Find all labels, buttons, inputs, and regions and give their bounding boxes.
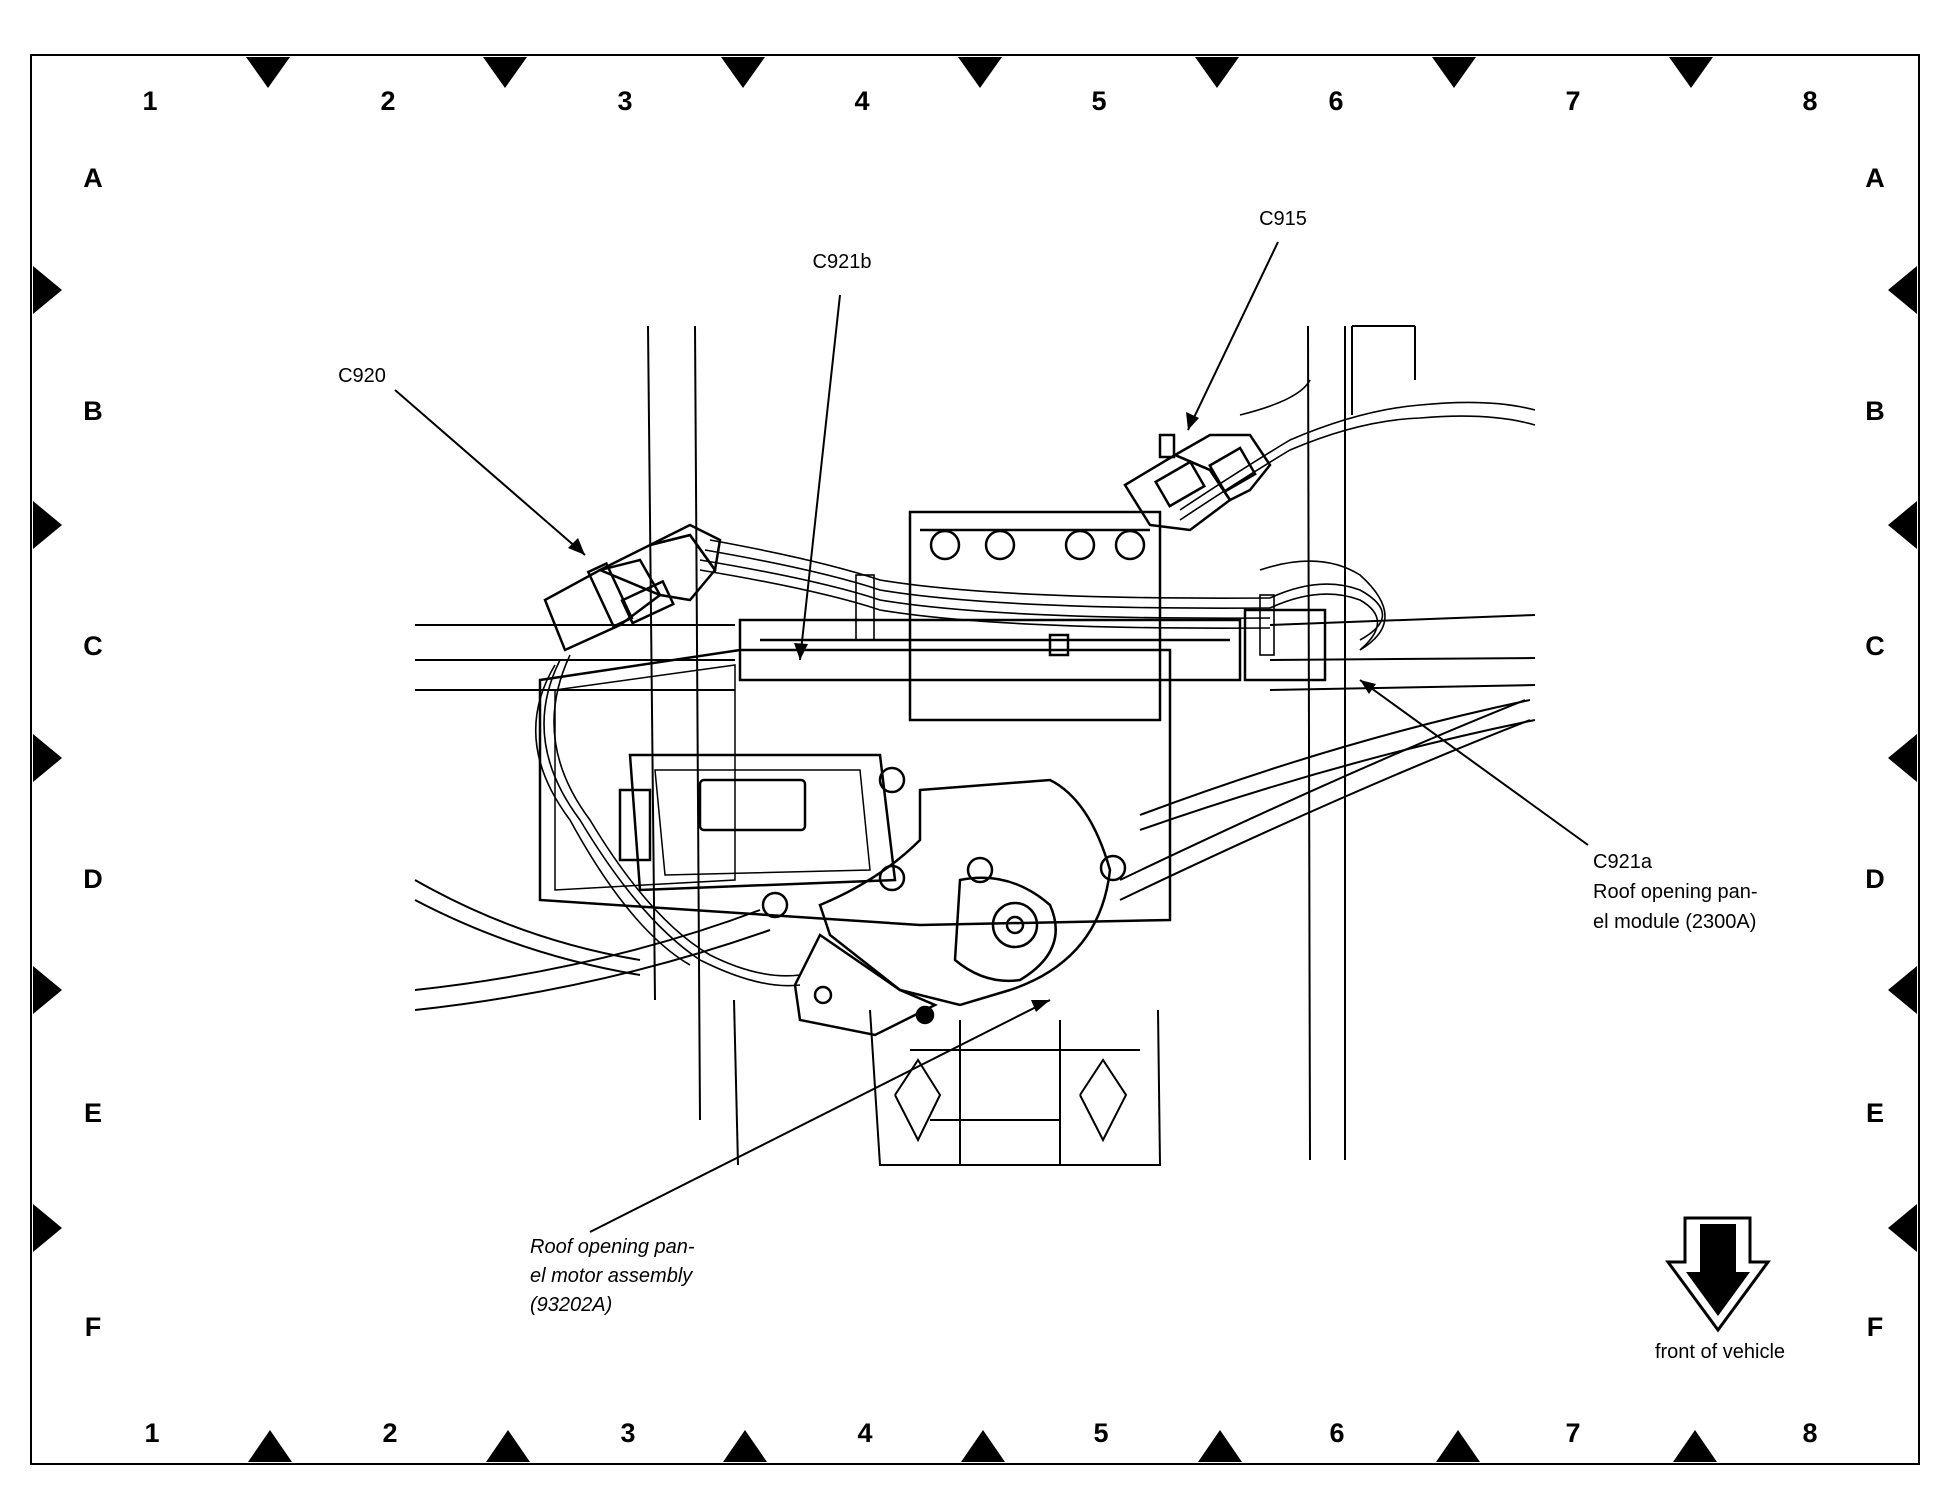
label-c915: C915 — [1259, 208, 1307, 230]
module-housing — [538, 510, 1327, 927]
down-arrow-icon — [1665, 1216, 1771, 1333]
arrowhead — [1031, 1000, 1050, 1012]
column-labels-bottom: 1 2 3 4 5 6 7 8 — [144, 1418, 1817, 1448]
row-label: F — [1867, 1312, 1884, 1342]
leader-c915 — [1187, 241, 1279, 431]
row-label: C — [83, 631, 103, 661]
column-label: 8 — [1802, 1418, 1817, 1448]
column-labels-top: 1 2 3 4 5 6 7 8 — [142, 86, 1817, 116]
zone-marker-bottom — [1198, 1430, 1242, 1462]
diagram-frame — [30, 54, 1920, 1465]
row-label: D — [1865, 864, 1885, 894]
leader-arrowheads — [568, 412, 1376, 1012]
row-label: B — [1865, 396, 1885, 426]
front-of-vehicle-label: front of vehicle — [1655, 1341, 1785, 1363]
zone-marker-bottom — [723, 1430, 767, 1462]
row-label: D — [83, 864, 103, 894]
zone-marker-bottom — [486, 1430, 530, 1462]
row-label: E — [84, 1098, 102, 1128]
label-c921a: C921a — [1593, 851, 1653, 873]
leader-c921a — [1359, 679, 1589, 846]
arrowhead — [794, 643, 808, 660]
zone-marker-bottom — [961, 1430, 1005, 1462]
zone-marker-left — [33, 1204, 62, 1252]
column-label: 6 — [1329, 1418, 1344, 1448]
arrowhead — [568, 538, 585, 555]
label-c921b: C921b — [813, 251, 872, 273]
leader-lines — [394, 241, 1589, 1233]
leader-motor — [589, 999, 1051, 1233]
zone-marker-right — [1888, 734, 1917, 782]
column-label: 8 — [1802, 86, 1817, 116]
zone-marker-left — [33, 966, 62, 1014]
leader-c920 — [394, 389, 586, 556]
zone-marker-bottom — [1436, 1430, 1480, 1462]
zone-marker-left — [33, 734, 62, 782]
zone-marker-top — [1669, 57, 1713, 88]
label-c920: C920 — [338, 365, 386, 387]
column-label: 5 — [1093, 1418, 1108, 1448]
arrowhead — [1360, 680, 1376, 694]
row-label: E — [1866, 1098, 1884, 1128]
label-module-line1: Roof opening pan- — [1593, 881, 1758, 903]
row-label: C — [1865, 631, 1885, 661]
zone-marker-left — [33, 266, 62, 314]
column-label: 3 — [617, 86, 632, 116]
roof-structure — [414, 325, 1536, 1166]
column-label: 4 — [854, 86, 869, 116]
row-labels-left: A B C D E F — [83, 163, 103, 1342]
column-label: 4 — [857, 1418, 872, 1448]
zone-marker-right — [1888, 1204, 1917, 1252]
column-label: 5 — [1091, 86, 1106, 116]
c920-connector — [543, 523, 722, 652]
zone-marker-top — [246, 57, 290, 88]
row-label: B — [83, 396, 103, 426]
row-label: A — [83, 163, 103, 193]
zone-markers — [33, 57, 1917, 1462]
zone-marker-right — [1888, 501, 1917, 549]
label-module-line2: el module (2300A) — [1593, 911, 1756, 933]
label-motor-line3: (93202A) — [530, 1294, 612, 1316]
zone-marker-right — [1888, 966, 1917, 1014]
label-motor-line1: Roof opening pan- — [530, 1236, 695, 1258]
row-labels-right: A B C D E F — [1865, 163, 1885, 1342]
motor-assembly — [618, 753, 1127, 1037]
column-label: 7 — [1565, 86, 1580, 116]
zone-marker-bottom — [1673, 1430, 1717, 1462]
row-label: F — [85, 1312, 102, 1342]
column-label: 2 — [382, 1418, 397, 1448]
column-label: 1 — [144, 1418, 159, 1448]
column-label: 2 — [380, 86, 395, 116]
zone-marker-left — [33, 501, 62, 549]
c915-connector — [1123, 433, 1272, 532]
zone-marker-top — [958, 57, 1002, 88]
zone-marker-top — [483, 57, 527, 88]
leader-c921b — [799, 294, 841, 661]
column-label: 1 — [142, 86, 157, 116]
column-label: 7 — [1565, 1418, 1580, 1448]
arrowhead — [1186, 412, 1199, 430]
zone-marker-top — [1195, 57, 1239, 88]
zone-marker-top — [1432, 57, 1476, 88]
label-motor-line2: el motor assembly — [530, 1265, 693, 1287]
zone-marker-bottom — [248, 1430, 292, 1462]
harness-wiring — [534, 379, 1536, 987]
row-label: A — [1865, 163, 1885, 193]
column-label: 3 — [620, 1418, 635, 1448]
zone-marker-top — [721, 57, 765, 88]
column-label: 6 — [1328, 86, 1343, 116]
zone-marker-right — [1888, 266, 1917, 314]
